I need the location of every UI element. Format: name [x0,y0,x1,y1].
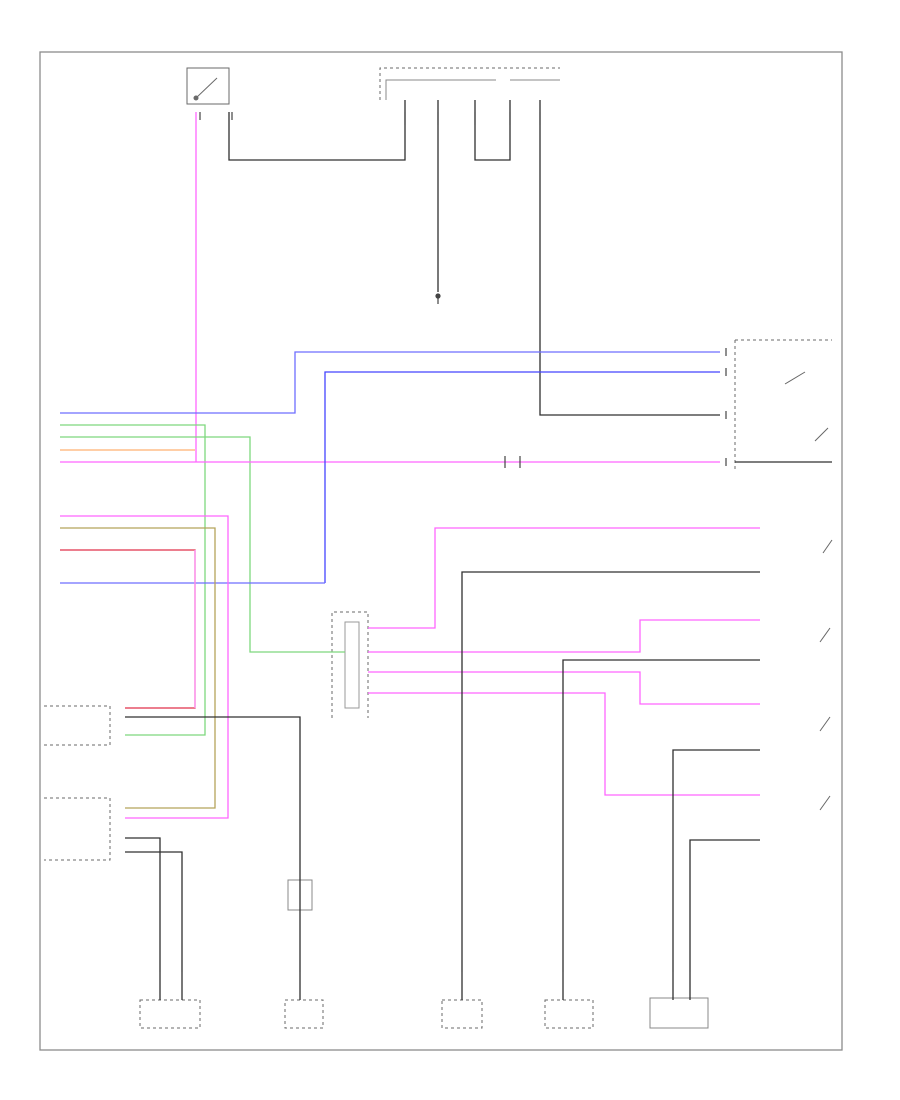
left-module-2 [44,797,111,861]
wire-tan [60,527,216,809]
top-switch-box [186,67,230,105]
wire-blue-1 [60,351,720,414]
center-module [331,611,369,718]
wire-black-top-2 [474,100,511,161]
wire-black-10 [125,837,161,1000]
wire-black-8 [689,839,760,1000]
wire-black-5 [461,571,760,1000]
wire-black-7 [672,749,760,1000]
wire-black-6 [562,659,760,1000]
wire-black-11 [125,851,183,1000]
bottom-box-3 [441,999,483,1029]
wire-pink-5 [368,671,760,705]
wire-red [60,549,196,709]
wire-pink-7 [368,619,760,653]
wire-green [60,424,206,736]
top-module-bracket [379,67,560,100]
top-switch-contact [195,77,218,99]
center-module-inner [344,621,360,709]
right-switch-bracket [734,339,832,470]
wire-pink-2 [60,515,229,819]
bottom-box-2 [284,999,324,1029]
wire-black-top-4 [539,100,720,416]
top-switch-pivot [193,95,199,101]
bottom-box-4 [544,999,594,1029]
wire-blue-2 [324,371,720,583]
top-module-inner [385,79,560,100]
wire-green-2 [60,436,345,653]
bottom-box-1 [139,999,201,1029]
left-module-1 [44,705,111,746]
wire-pink-6 [368,692,760,796]
connectors [159,112,727,972]
wire-black-9 [125,716,301,1000]
wire-black-top-1 [228,100,406,161]
bottom-box-5 [649,997,709,1029]
wires [60,100,832,1000]
diagram-frame [39,51,843,1051]
right-switches [784,371,833,811]
wire-pink-4 [368,527,760,629]
ground-symbol [435,293,441,304]
